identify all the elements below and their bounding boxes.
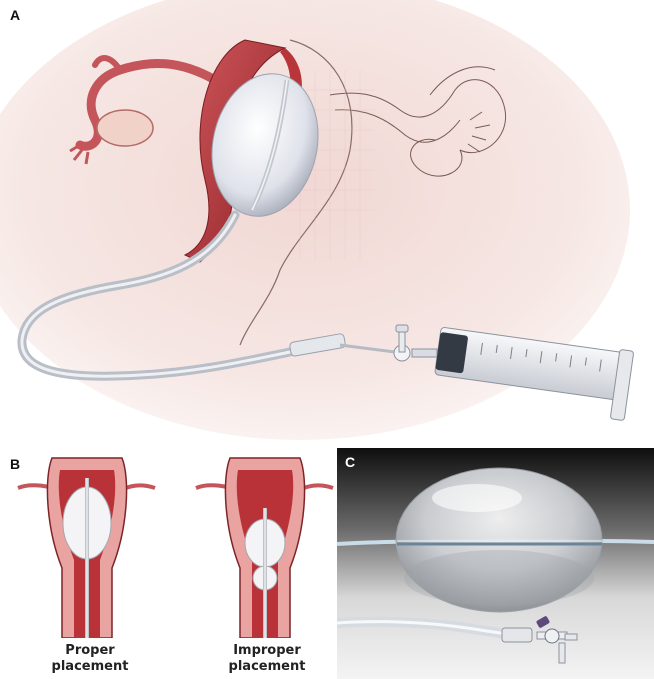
uterine-balloon-illustration: A: [0, 0, 654, 440]
panel-c-label: C: [345, 454, 355, 470]
improper-placement-uterus: [196, 458, 333, 638]
placement-diagrams: [0, 448, 334, 638]
panel-b-placement-diagrams: B Proper placement Improper pla: [0, 448, 334, 679]
panel-a-label: A: [10, 7, 20, 23]
ovary: [97, 110, 153, 146]
panel-a-illustration: A: [0, 0, 654, 440]
balloon-device-photo: [337, 448, 654, 679]
caption-improper-line1: Improper: [222, 643, 312, 659]
panel-c-photo: C: [337, 448, 654, 679]
caption-proper-line2: placement: [50, 659, 130, 675]
caption-proper-placement: Proper placement: [50, 643, 130, 675]
proper-placement-uterus: [18, 458, 155, 638]
caption-improper-placement: Improper placement: [222, 643, 312, 675]
caption-proper-line1: Proper: [50, 643, 130, 659]
caption-improper-line2: placement: [222, 659, 312, 675]
